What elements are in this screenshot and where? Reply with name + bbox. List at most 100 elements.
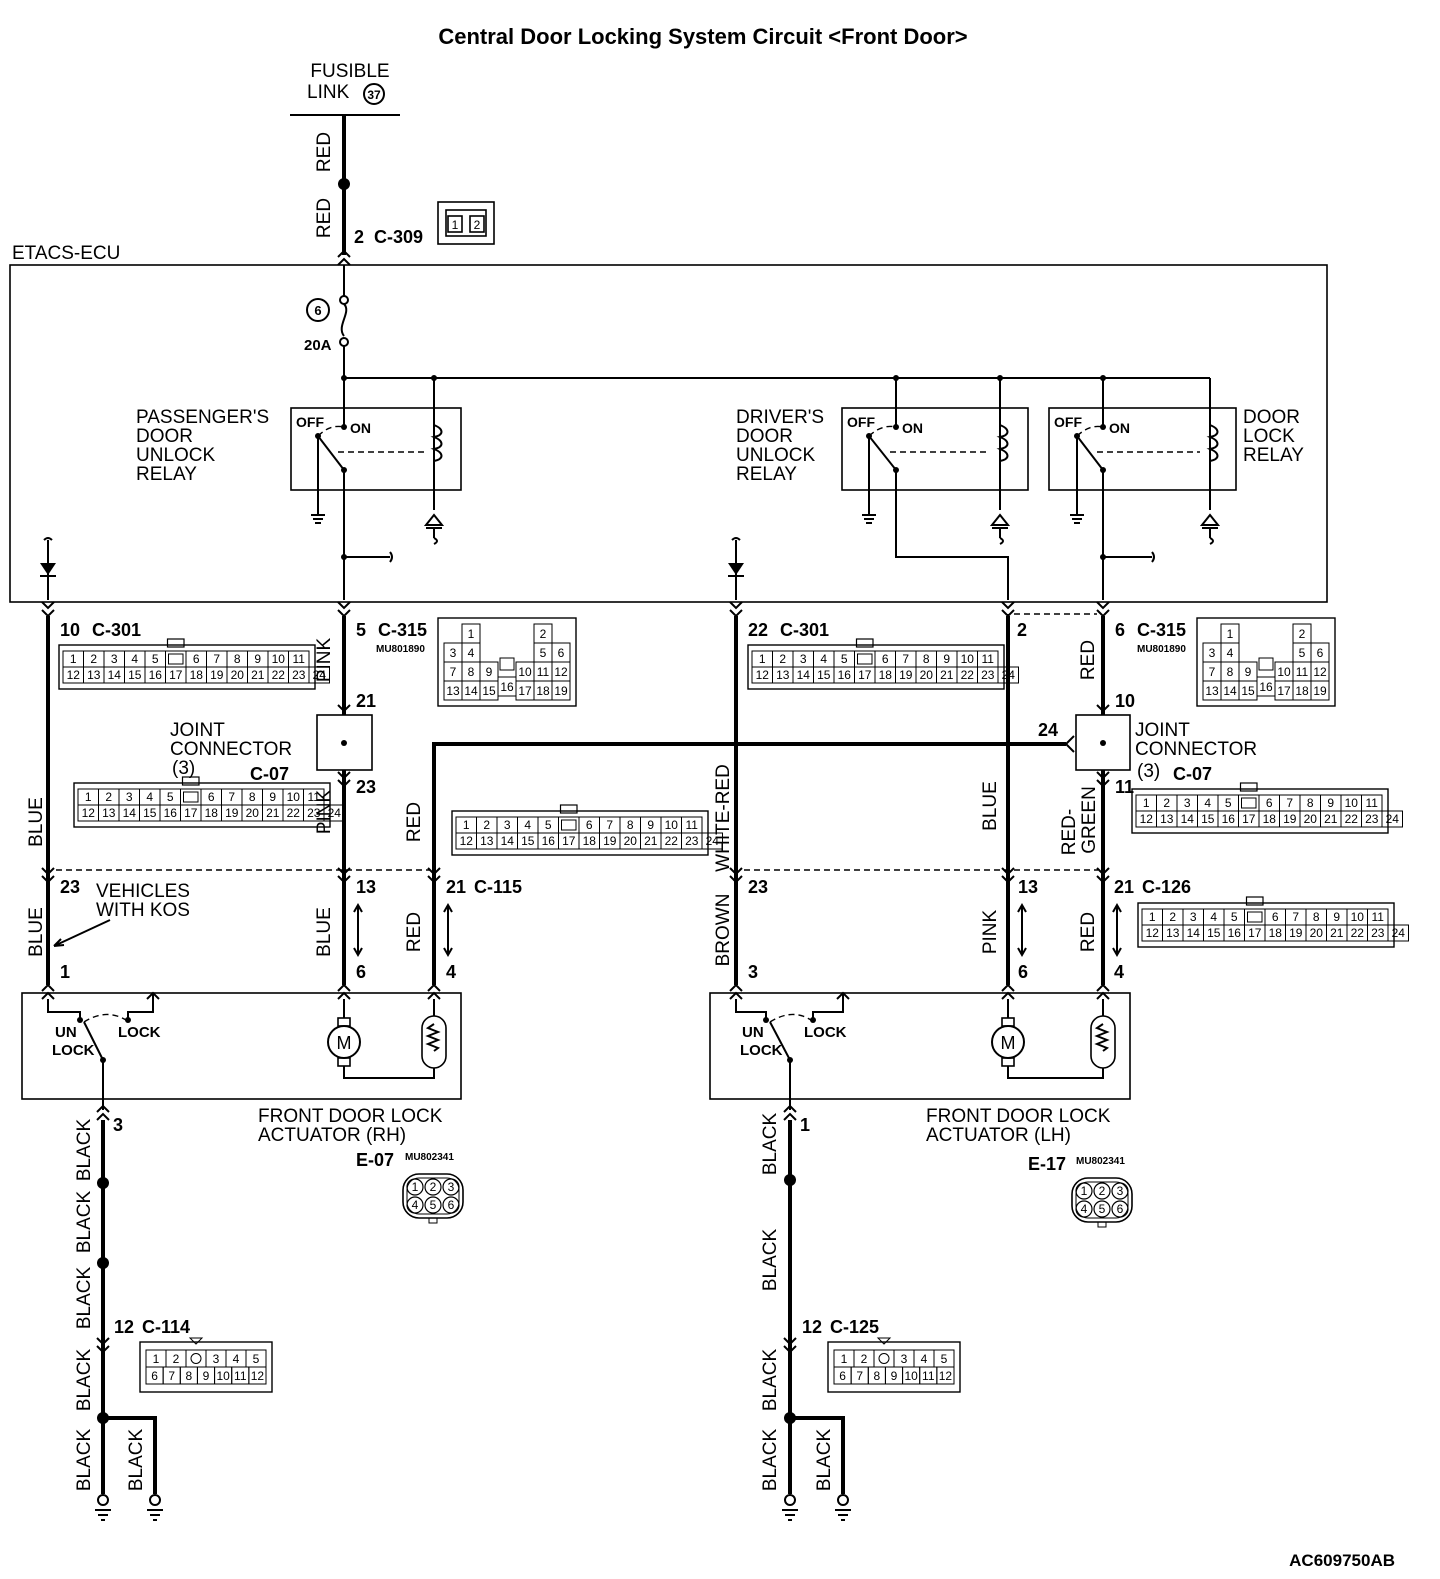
svg-text:5: 5	[253, 1352, 260, 1366]
svg-text:6: 6	[448, 1198, 455, 1212]
svg-text:1: 1	[468, 627, 475, 641]
actuator-rh-box	[21, 992, 462, 1100]
lh-switch-labels: UN LOCK LOCK	[740, 1024, 847, 1059]
pin-number: 12	[802, 1317, 822, 1337]
svg-text:OFF: OFF	[296, 414, 324, 430]
svg-text:BLACK: BLACK	[74, 1349, 95, 1412]
fuse-rating: 20A	[304, 337, 332, 354]
svg-text:13: 13	[776, 668, 790, 682]
svg-text:6: 6	[1317, 646, 1324, 660]
svg-text:14: 14	[501, 834, 515, 848]
svg-text:14: 14	[797, 668, 811, 682]
svg-text:12: 12	[554, 665, 568, 679]
pin-number: 6	[1018, 962, 1028, 982]
svg-text:RED-: RED-	[1059, 809, 1080, 855]
svg-text:10: 10	[961, 652, 975, 666]
svg-text:8: 8	[468, 665, 475, 679]
svg-text:4: 4	[820, 652, 827, 666]
svg-text:ACTUATOR (LH): ACTUATOR (LH)	[926, 1125, 1071, 1146]
connector-marks	[337, 704, 1110, 788]
junction	[1100, 740, 1106, 746]
c315-id: C-315	[378, 620, 427, 640]
svg-text:14: 14	[1187, 926, 1201, 940]
passenger-relay-label: PASSENGER'S DOOR UNLOCK RELAY	[136, 407, 269, 485]
svg-text:7: 7	[1286, 796, 1293, 810]
svg-text:WHITE-RED: WHITE-RED	[713, 764, 734, 872]
e17-id: E-17	[1028, 1154, 1066, 1174]
svg-text:17: 17	[518, 684, 532, 698]
svg-text:3: 3	[1190, 910, 1197, 924]
svg-text:JOINT: JOINT	[170, 720, 225, 741]
svg-text:12: 12	[1313, 665, 1327, 679]
svg-text:2: 2	[779, 652, 786, 666]
fuse-element	[340, 303, 348, 337]
svg-text:10: 10	[904, 1369, 918, 1383]
svg-text:12: 12	[67, 668, 81, 682]
svg-text:12: 12	[460, 834, 474, 848]
svg-text:19: 19	[1289, 926, 1303, 940]
svg-text:9: 9	[486, 665, 493, 679]
svg-text:BLUE: BLUE	[980, 781, 1001, 831]
svg-text:6: 6	[839, 1369, 846, 1383]
ground-symbols	[95, 1494, 851, 1521]
svg-text:16: 16	[542, 834, 556, 848]
svg-text:5: 5	[1225, 796, 1232, 810]
connector-mark	[337, 249, 351, 266]
wire-color-label: RED	[314, 198, 335, 238]
svg-text:22: 22	[961, 668, 975, 682]
svg-text:7: 7	[1209, 665, 1216, 679]
svg-text:(3): (3)	[1137, 761, 1160, 782]
svg-text:18: 18	[205, 806, 219, 820]
svg-text:14: 14	[123, 806, 137, 820]
svg-text:4: 4	[1081, 1202, 1088, 1216]
svg-text:10: 10	[518, 665, 532, 679]
svg-text:BLACK: BLACK	[760, 1349, 781, 1412]
svg-text:12: 12	[1146, 926, 1160, 940]
c315-id: C-315	[1137, 620, 1186, 640]
svg-text:CONNECTOR: CONNECTOR	[1135, 739, 1257, 760]
svg-text:17: 17	[858, 668, 872, 682]
svg-text:5: 5	[540, 646, 547, 660]
svg-text:13: 13	[1205, 684, 1219, 698]
c309-connector-face: 1 2	[437, 201, 495, 245]
svg-text:11: 11	[686, 818, 699, 832]
break-mark	[389, 551, 393, 563]
svg-text:8: 8	[1227, 665, 1234, 679]
svg-text:3: 3	[111, 652, 118, 666]
svg-text:23: 23	[1365, 812, 1379, 826]
svg-text:9: 9	[891, 1369, 898, 1383]
svg-text:22: 22	[287, 806, 301, 820]
svg-text:15: 15	[521, 834, 535, 848]
svg-text:BLACK: BLACK	[74, 1191, 95, 1254]
svg-text:7: 7	[213, 652, 220, 666]
svg-text:15: 15	[143, 806, 157, 820]
svg-text:2: 2	[540, 627, 547, 641]
svg-text:24: 24	[1002, 668, 1016, 682]
pin-number: 10	[1115, 691, 1135, 711]
svg-text:LOCK: LOCK	[740, 1042, 783, 1059]
c301-id: C-301	[780, 620, 829, 640]
ground-splices	[97, 1174, 796, 1424]
svg-text:21: 21	[1324, 812, 1338, 826]
svg-text:11: 11	[537, 665, 550, 679]
pin-number: 23	[356, 777, 376, 797]
connector-marks	[41, 867, 1110, 884]
svg-text:4: 4	[146, 790, 153, 804]
svg-text:LOCK: LOCK	[1243, 426, 1295, 447]
svg-text:4: 4	[233, 1352, 240, 1366]
svg-text:CONNECTOR: CONNECTOR	[170, 739, 292, 760]
svg-text:17: 17	[169, 668, 183, 682]
joint-connector-lh	[1075, 714, 1131, 771]
svg-text:1: 1	[85, 790, 92, 804]
svg-text:8: 8	[874, 1369, 881, 1383]
svg-text:18: 18	[879, 668, 893, 682]
svg-text:5: 5	[430, 1198, 437, 1212]
svg-text:14: 14	[1181, 812, 1195, 826]
fusible-link-number: 37	[367, 88, 381, 102]
svg-text:12: 12	[939, 1369, 953, 1383]
pin-number: 12	[114, 1317, 134, 1337]
